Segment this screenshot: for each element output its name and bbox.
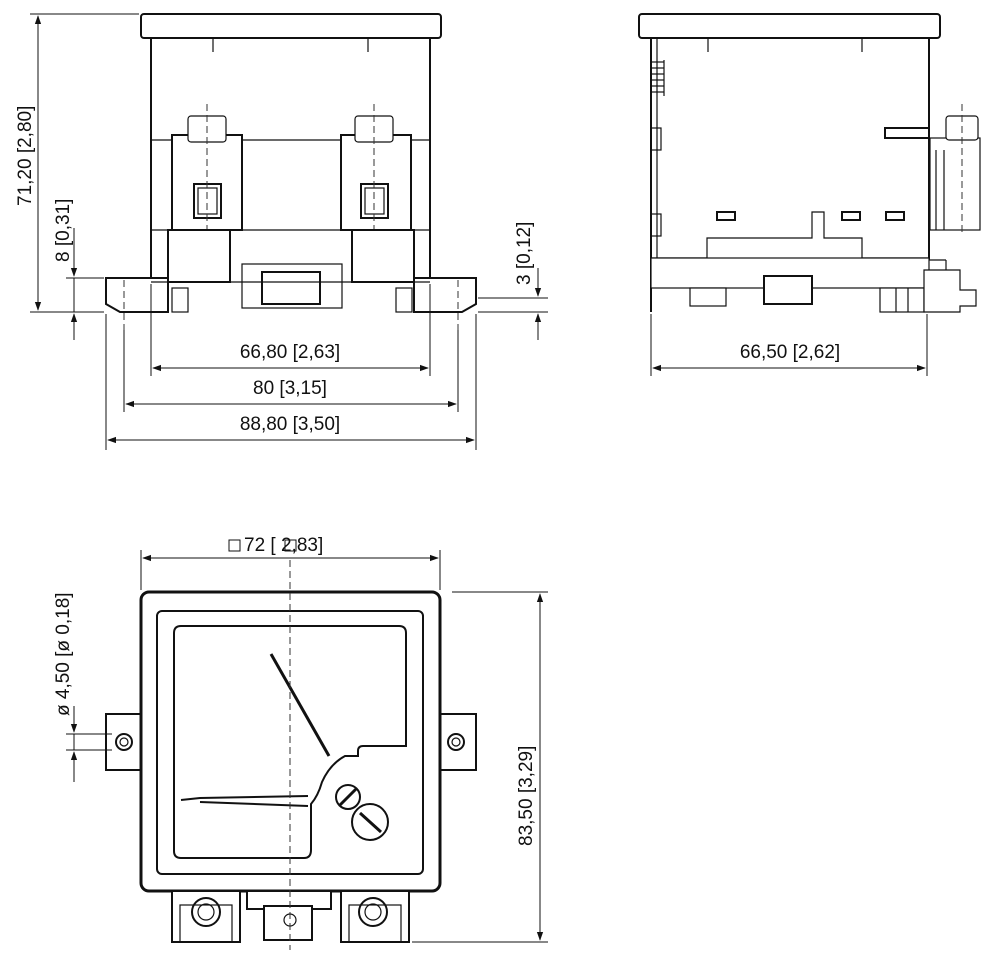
side-ribs: [651, 60, 665, 96]
dim-flange-height: 8 [0,31]: [53, 199, 74, 262]
needle: [269, 653, 331, 757]
side-view-dimensions: 66,50 [2,62]: [650, 314, 928, 376]
dim-depth: 66,50 [2,62]: [740, 342, 840, 363]
dim-bracket-offset: 3 [0,12]: [514, 222, 535, 285]
dim-overall-height: 83,50 [3,29]: [516, 746, 537, 846]
front-view: [105, 13, 477, 330]
dim-hole-diameter: ø 4,50 [ø 0,18]: [53, 592, 74, 716]
square-symbol-icon: [228, 539, 241, 552]
dim-mount-width: 80 [3,15]: [253, 378, 327, 399]
dim-height-total: 71,20 [2,80]: [15, 106, 36, 206]
front-view-dimensions: 71,20 [2,80] 8 [0,31] 3 [0,12] 66,80 [2,…: [15, 13, 548, 450]
terminal-screw-left: [191, 897, 221, 927]
face-view: [105, 560, 477, 950]
terminal-screw-right: [358, 897, 388, 927]
dim-body-width: 66,80 [2,63]: [240, 342, 340, 363]
dim-overall-width: 88,80 [3,50]: [240, 414, 340, 435]
dim-panel-square: 72 [ 2,83]: [244, 535, 323, 556]
face-view-dimensions: 72 [ 2,83] ø 4,50 [ø 0,18] 83,50 [3,29]: [53, 535, 548, 943]
square-symbol-icon-inch: [284, 539, 297, 552]
side-view: [638, 13, 981, 313]
